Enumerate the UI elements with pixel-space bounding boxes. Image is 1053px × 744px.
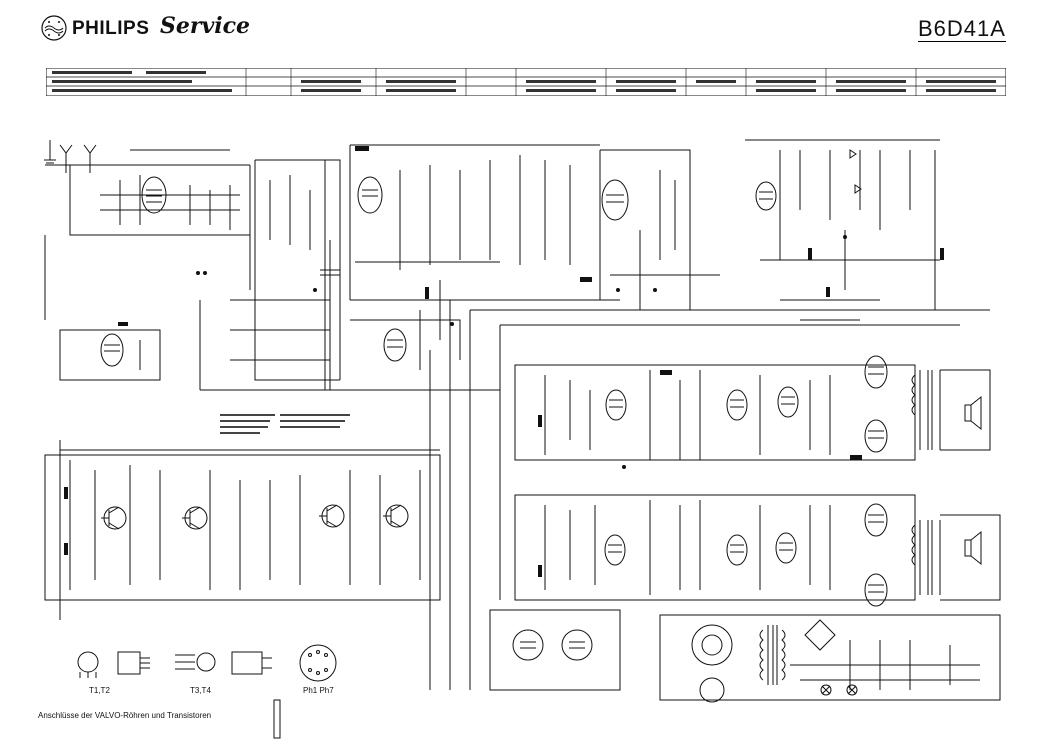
tube-oscillator [100,333,124,367]
service-title: Service [160,13,251,39]
tube-audio-3 [777,386,799,418]
antenna-input [44,140,97,173]
tube-output-2a [864,503,888,537]
tube-v5 [755,181,777,211]
tube-v1 [141,176,167,214]
power-transformer [759,625,786,685]
mains-selector [691,624,733,703]
pinout-t3-t4-label: T3,T4 [190,686,211,695]
tube-rectifier-2 [561,629,593,661]
tube-audio-5 [726,534,748,566]
tube-v4 [601,179,629,221]
output-transformer-2 [911,520,941,595]
model-underline [918,41,1006,42]
output-transformer-1 [911,370,941,450]
transistor-t4 [383,504,409,528]
tube-audio-1 [605,389,627,421]
tube-audio-2 [726,389,748,421]
pinout-t3-t4 [175,651,272,675]
pilot-lamps [820,684,858,696]
model-number: B6D41A [918,16,1006,41]
tube-audio-4 [604,534,626,566]
pinout-t1-t2-label: T1,T2 [89,686,110,695]
tube-output-2b [864,573,888,607]
tube-audio-6 [775,532,797,564]
philips-shield-icon [41,15,67,41]
spec-table [46,68,1006,96]
tube-v3 [383,328,407,362]
pinout-valve-socket [299,644,337,682]
transistor-t3 [319,504,345,528]
pinout-socket-label: Ph1 Ph7 [303,686,334,695]
tube-output-1b [864,419,888,453]
speaker-1 [940,369,991,451]
transistor-t1 [101,506,127,530]
bottom-connector [273,699,281,739]
tube-output-1a [864,355,888,389]
speaker-2 [940,514,1001,601]
brand-name: PHILIPS [72,18,150,39]
bridge-rectifier [804,619,836,651]
tube-rectifier-1 [512,629,544,661]
note-block [220,414,350,434]
transistor-t2 [182,506,208,530]
pinout-t1-t2 [77,651,150,678]
footer-caption: Anschlüsse der VALVO-Röhren und Transist… [38,711,212,720]
tube-v2 [357,176,383,214]
